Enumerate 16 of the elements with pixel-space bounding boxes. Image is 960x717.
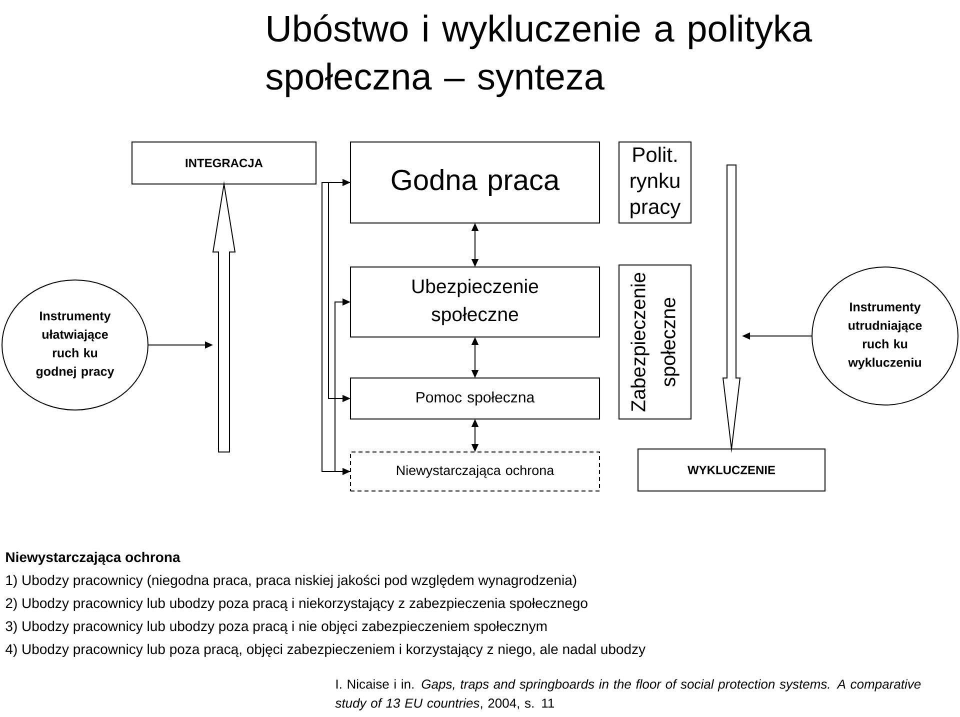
citation: I. Nicaise i in. Gaps, traps and springboards in the floor of social protection systems. A comparative study of 13 EU countries, 2004, s. 11 [335, 679, 921, 710]
outcome-box: WYKLUCZENIE [638, 448, 826, 492]
dashed-box: Niewystarczająca ochrona [350, 452, 600, 492]
level-box: Ubezpieczenie społeczne [350, 266, 600, 338]
title: Ubóstwo i wykluczenie a polityka społeczna – synteza [266, 14, 812, 98]
note-line: 3) Ubodzy pracownicy lub ubodzy poza pracą i nie objęci zabezpieczeniem społecznym [6, 620, 547, 634]
note-line: 1) Ubodzy pracownicy (niegodna praca, praca niskiej jakości pod względem wynagrodzenia) [6, 574, 576, 588]
policy-box: Polit. rynku pracy [618, 142, 692, 224]
note-line: 2) Ubodzy pracownicy lub ubodzy poza pracą i niekorzystający z zabezpieczenia społecznego [6, 598, 588, 611]
policy-box: Zabezpieczenie społeczne [618, 264, 692, 420]
elbow-arrow [334, 298, 351, 472]
level-box: Godna praca [350, 142, 600, 224]
note-line: 4) Ubodzy pracownicy lub poza pracą, objęci zabezpieczeniem i korzystający z niego, ale nadal ubodzy [6, 644, 646, 657]
level-box: Pomoc społeczna [350, 378, 600, 420]
note-heading: Niewystarczająca ochrona [6, 552, 180, 565]
outcome-box: INTEGRACJA [132, 142, 316, 184]
